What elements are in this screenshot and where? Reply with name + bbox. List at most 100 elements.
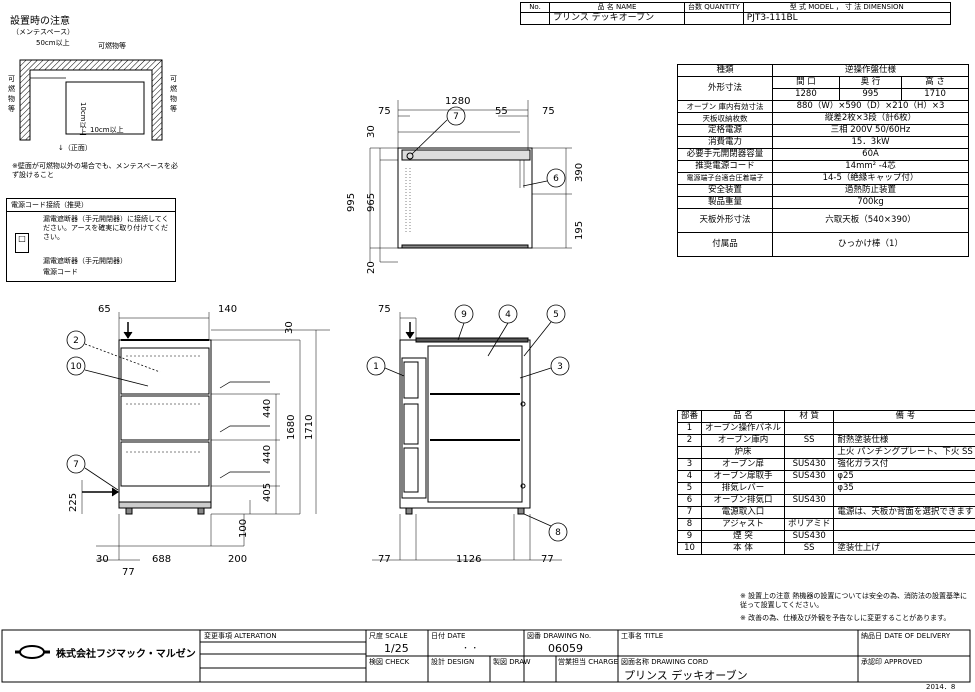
dim-top-width: 1280 [445,96,470,107]
power-note-title: 電源コード接続（推奨） [11,201,88,209]
draw-label: 製図 DRAW [493,658,531,666]
callout-numbers: 7 6 2 10 7 1 9 4 5 3 8 [70,112,563,538]
approved-label: 承認印 APPROVED [861,658,923,666]
parts-cell: 1 [676,422,703,435]
install-diagram [19,59,163,141]
drawing-no: 06059 [548,642,583,655]
dim-75a: 75 [378,106,391,117]
install-note-title: 設置時の注意 [10,16,70,27]
breaker-text: 漏電遮断器（手元開閉器）に接続してください。アースを確実に取り付けてください。 [43,215,169,241]
dim-55: 55 [495,106,508,117]
dim-688: 688 [152,554,171,565]
dimension-labels: 1280 75 55 75 30 995 965 390 195 20 65 1… [68,96,585,578]
dim-75b: 75 [542,106,555,117]
design-label: 設計 DESIGN [431,658,475,666]
dim-1710: 1710 [304,415,315,440]
side-right-label: 可燃物等 [170,75,177,113]
scale-label: 尺度 SCALE [369,632,408,640]
parts-cell: 7 [676,506,703,519]
top-view [369,100,572,263]
dim-1126: 1126 [456,554,481,565]
dim-405: 405 [262,483,273,502]
callout-8: 8 [555,528,561,538]
callout-1: 1 [373,362,379,372]
dim-s75: 75 [378,304,391,315]
parts-cell: 塗装仕上げ [833,542,975,555]
dim-s77a: 77 [378,554,391,565]
dist-10a: 10cm以上 [79,102,87,136]
note-1: ※ 設置上の注意 熱機器の設置については安全の為、消防法の設置基準に従って設置し… [740,592,967,609]
dim-195: 195 [574,221,585,240]
install-warning: ※壁面が可燃物以外の場合でも、メンテスペースを必ず設けること [12,162,178,179]
dim-65: 65 [98,304,111,315]
callout-10: 10 [70,362,82,372]
charge-label: 営業担当 CHARGE [558,658,618,666]
alteration-label: 変更事項 ALTERATION [204,632,277,640]
dist-10b: 10cm以上 [90,126,124,134]
flammable-label: 可燃物等 [98,42,126,50]
parts-cell: 2 [676,434,703,447]
drawing-cord-label: 図面名称 DRAWING CORD [621,658,709,666]
maint-label: （メンテスペース） [12,28,75,36]
note-2: ※ 改善の為、仕様及び外観を予告なしに変更することがあります。 [740,614,951,622]
power-note: 電源コード接続（推奨） □ 漏電遮断器（手元開閉器）に接続してください。アースを… [6,198,176,282]
date-value: ・ ・ [462,644,479,652]
dim-f30b: 30 [96,554,109,565]
front-view [81,312,330,561]
title-label: 工事名 TITLE [621,632,664,640]
front-label: ↓（正面） [58,144,92,152]
title-block-lines [1,629,971,683]
dim-f30: 30 [284,321,295,334]
callout-7: 7 [453,112,459,122]
drawing-cord: プリンス デッキオーブン [624,669,748,682]
callout-7b: 7 [73,460,79,470]
product-name: プリンス デッキオーブン [549,12,685,25]
dim-100: 100 [238,519,249,538]
dim-225: 225 [68,493,79,512]
breaker-text-2: 漏電遮断器（手元開閉器） [43,257,127,265]
breaker-icon: □ [15,233,29,253]
dist-50: 50cm以上 [36,39,70,47]
callout-5: 5 [553,310,559,320]
date-label: 日付 DATE [431,632,466,640]
dim-440a: 440 [262,399,273,418]
dim-140: 140 [218,304,237,315]
dim-f77: 77 [122,567,135,578]
callout-2: 2 [73,336,79,346]
year-label: 2014．8 [926,683,956,691]
cord-text: 電源コード [43,268,78,276]
dim-390: 390 [574,163,585,182]
dim-200: 200 [228,554,247,565]
callout-6: 6 [553,174,559,184]
dim-440b: 440 [262,445,273,464]
company-name: 株式会社フジマック・マルゼン [56,649,196,660]
dim-965: 965 [366,193,377,212]
dim-1680: 1680 [286,415,297,440]
dim-995: 995 [346,193,357,212]
side-left-label: 可燃物等 [8,75,15,113]
callout-3: 3 [557,362,563,372]
scale-value: 1/25 [384,642,409,655]
dim-20: 20 [366,261,377,274]
callout-9: 9 [461,310,467,320]
side-view [372,312,562,561]
check-label: 検図 CHECK [369,658,410,666]
delivery-label: 納品日 DATE OF DELIVERY [861,632,951,640]
dim-30: 30 [366,125,377,138]
parts-row: 炉床上火 パンチングプレート、下火 SS [676,446,975,459]
dim-s77b: 77 [541,554,554,565]
header-table: No. 品 名 NAME 台数 QUANTITY 型 式 MODEL ， 寸 法… [520,2,951,25]
install-note: 設置時の注意 （メンテスペース） 50cm以上 可燃物等 可燃物等 可燃物等 1… [6,12,186,192]
parts-cell: SS [784,542,835,555]
drawing-no-label: 図番 DRAWING No. [527,632,592,640]
callout-4: 4 [505,310,511,320]
callout-circles [66,106,570,542]
parts-cell: 10 [676,542,703,555]
